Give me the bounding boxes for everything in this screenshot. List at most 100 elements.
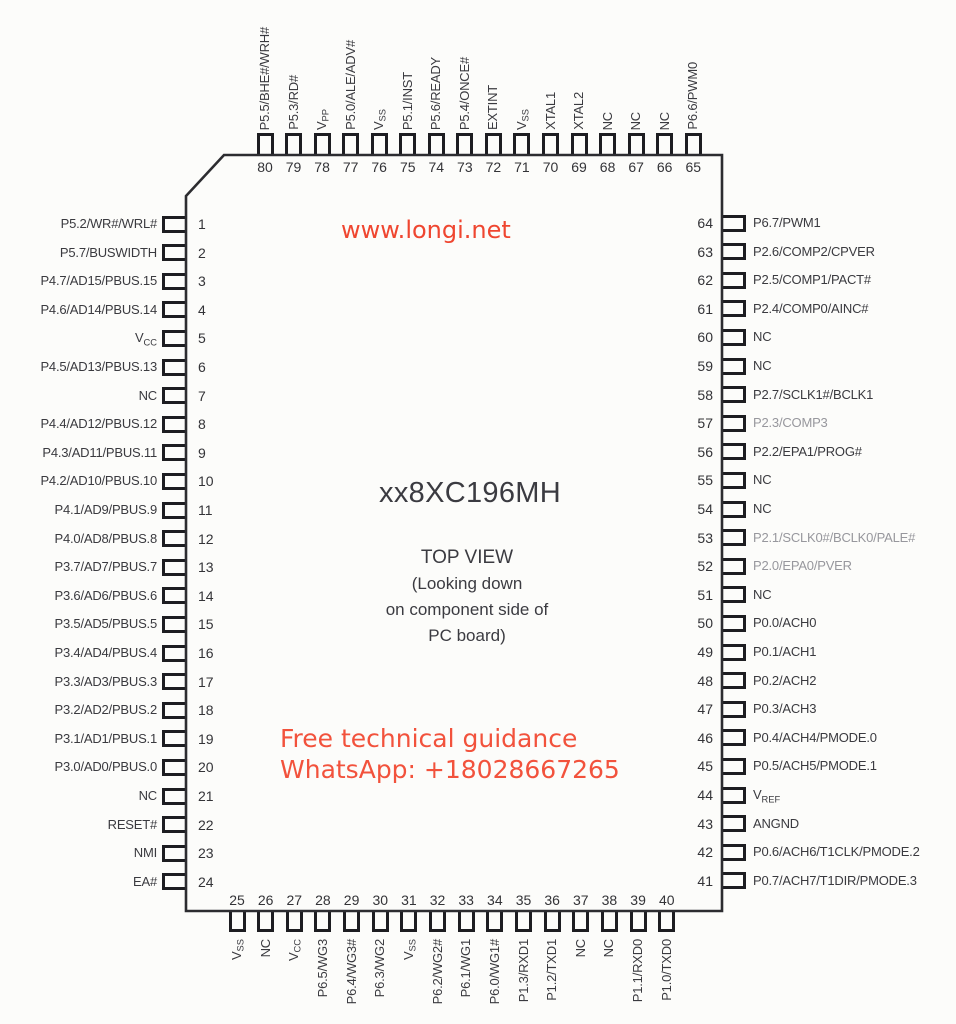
pin-1-number: 1 xyxy=(198,216,206,232)
pin-68-pad xyxy=(599,133,617,155)
pin-78-pad xyxy=(313,133,331,155)
pin-55-number: 55 xyxy=(697,472,713,489)
pin-4-pad xyxy=(162,301,186,319)
pin-19-label: P3.1/AD1/PBUS.1 xyxy=(54,730,158,746)
pin-30-pad xyxy=(371,910,389,932)
pin-15-number: 15 xyxy=(198,616,214,633)
pin-17-pad xyxy=(162,673,186,691)
pin-74-number: 74 xyxy=(428,159,445,175)
pin-42-pad xyxy=(722,843,746,861)
pin-38-number: 38 xyxy=(601,892,618,908)
pin-76-pad xyxy=(370,133,388,155)
pin-61-pad xyxy=(722,300,746,318)
pin-51-pad xyxy=(722,586,746,604)
pin-50-label: P0.0/ACH0 xyxy=(753,615,817,631)
pin-16-label: P3.4/AD4/PBUS.4 xyxy=(54,645,158,660)
pin-63-pad xyxy=(722,243,746,261)
pin-66-label: NC xyxy=(656,111,672,130)
pin-23-number: 23 xyxy=(198,845,214,862)
pin-3-label: P4.7/AD15/PBUS.15 xyxy=(40,273,157,289)
pin-26-number: 26 xyxy=(257,892,274,908)
pin-39-pad xyxy=(629,910,647,932)
pin-58-number: 58 xyxy=(697,386,713,403)
pin-66-number: 66 xyxy=(656,159,673,175)
pin-55-pad xyxy=(722,471,746,489)
pin-62-label: P2.5/COMP1/PACT# xyxy=(753,272,871,288)
pin-15-label: P3.5/AD5/PBUS.5 xyxy=(54,616,158,632)
pin-35-number: 35 xyxy=(515,892,532,908)
pin-34-label: P6.0/WG1# xyxy=(486,939,502,1005)
pin-12-label: P4.0/AD8/PBUS.8 xyxy=(54,530,158,546)
pin-9-pad xyxy=(162,444,186,462)
pin-19-pad xyxy=(162,730,186,748)
pin-23-pad xyxy=(162,844,186,862)
pin-36-number: 36 xyxy=(544,892,560,908)
pin-13-number: 13 xyxy=(198,559,214,576)
pin-51-label: NC xyxy=(753,586,772,602)
pin-7-pad xyxy=(162,387,186,405)
pin-45-number: 45 xyxy=(697,758,713,775)
pin-33-number: 33 xyxy=(458,892,474,908)
pin-24-pad xyxy=(162,873,186,891)
pin-18-pad xyxy=(162,701,186,719)
pin-37-label: NC xyxy=(572,939,588,958)
pin-80-pad xyxy=(256,133,274,155)
pin-21-label: NC xyxy=(138,788,158,803)
pin-35-label: P1.3/RXD1 xyxy=(515,939,531,1003)
pin-25-pad xyxy=(228,910,246,932)
pin-48-pad xyxy=(722,672,746,690)
pin-50-pad xyxy=(722,614,746,632)
pin-60-number: 60 xyxy=(697,329,713,346)
pin-66-pad xyxy=(656,133,674,155)
pin-46-number: 46 xyxy=(697,729,713,746)
pin-22-label: RESET# xyxy=(107,816,158,832)
pin-9-number: 9 xyxy=(198,444,206,461)
pin-57-number: 57 xyxy=(697,415,713,432)
pin-45-pad xyxy=(722,757,746,775)
pin-17-number: 17 xyxy=(198,673,214,690)
pin-21-number: 21 xyxy=(198,788,214,804)
pin-50-number: 50 xyxy=(697,615,713,632)
pin-69-number: 69 xyxy=(571,159,587,175)
pin-30-number: 30 xyxy=(372,892,389,908)
pin-57-pad xyxy=(722,414,746,432)
pin-28-number: 28 xyxy=(315,892,331,908)
pin-37-pad xyxy=(572,910,590,932)
pin-26-pad xyxy=(257,910,275,932)
pin-16-pad xyxy=(162,644,186,662)
pin-70-pad xyxy=(542,133,559,155)
pin-31-label: VSS xyxy=(400,939,418,960)
pin-12-pad xyxy=(162,530,186,548)
pin-67-number: 67 xyxy=(628,159,644,175)
pin-70-label: XTAL1 xyxy=(542,92,558,130)
pin-29-label: P6.4/WG3# xyxy=(343,939,359,1005)
pin-13-pad xyxy=(162,558,186,576)
pin-75-label: P5.1/INST xyxy=(399,71,415,130)
pin-23-label: NMI xyxy=(133,845,157,861)
pin-38-pad xyxy=(600,910,618,932)
pin-48-number: 48 xyxy=(697,672,713,689)
pin-45-label: P0.5/ACH5/PMODE.1 xyxy=(753,758,877,774)
pin-40-label: P1.0/TXD0 xyxy=(658,939,674,1001)
pin-64-number: 64 xyxy=(697,215,713,231)
pin-57-label: P2.3/COMP3 xyxy=(753,415,828,431)
pin-63-number: 63 xyxy=(697,243,713,260)
pin-61-number: 61 xyxy=(697,300,713,317)
pin-10-label: P4.2/AD10/PBUS.10 xyxy=(40,473,157,489)
pin-14-number: 14 xyxy=(198,587,214,604)
pin-27-pad xyxy=(285,910,303,932)
pin-9-label: P4.3/AD11/PBUS.11 xyxy=(42,444,157,460)
pin-32-pad xyxy=(429,910,447,932)
pin-34-pad xyxy=(486,910,504,932)
pin-39-label: P1.1/RXD0 xyxy=(630,939,646,1003)
pin-22-number: 22 xyxy=(198,816,214,833)
pin-76-label: VSS xyxy=(371,109,388,130)
pin-46-label: P0.4/ACH4/PMODE.0 xyxy=(753,729,877,745)
pin-5-label: VCC xyxy=(135,330,157,348)
pin-38-label: NC xyxy=(601,939,617,958)
pin-59-pad xyxy=(722,357,746,375)
pin-25-label: VSS xyxy=(229,939,246,960)
pin-33-pad xyxy=(457,910,475,932)
pin-63-label: P2.6/COMP2/CPVER xyxy=(753,243,875,259)
pin-6-number: 6 xyxy=(198,359,206,375)
